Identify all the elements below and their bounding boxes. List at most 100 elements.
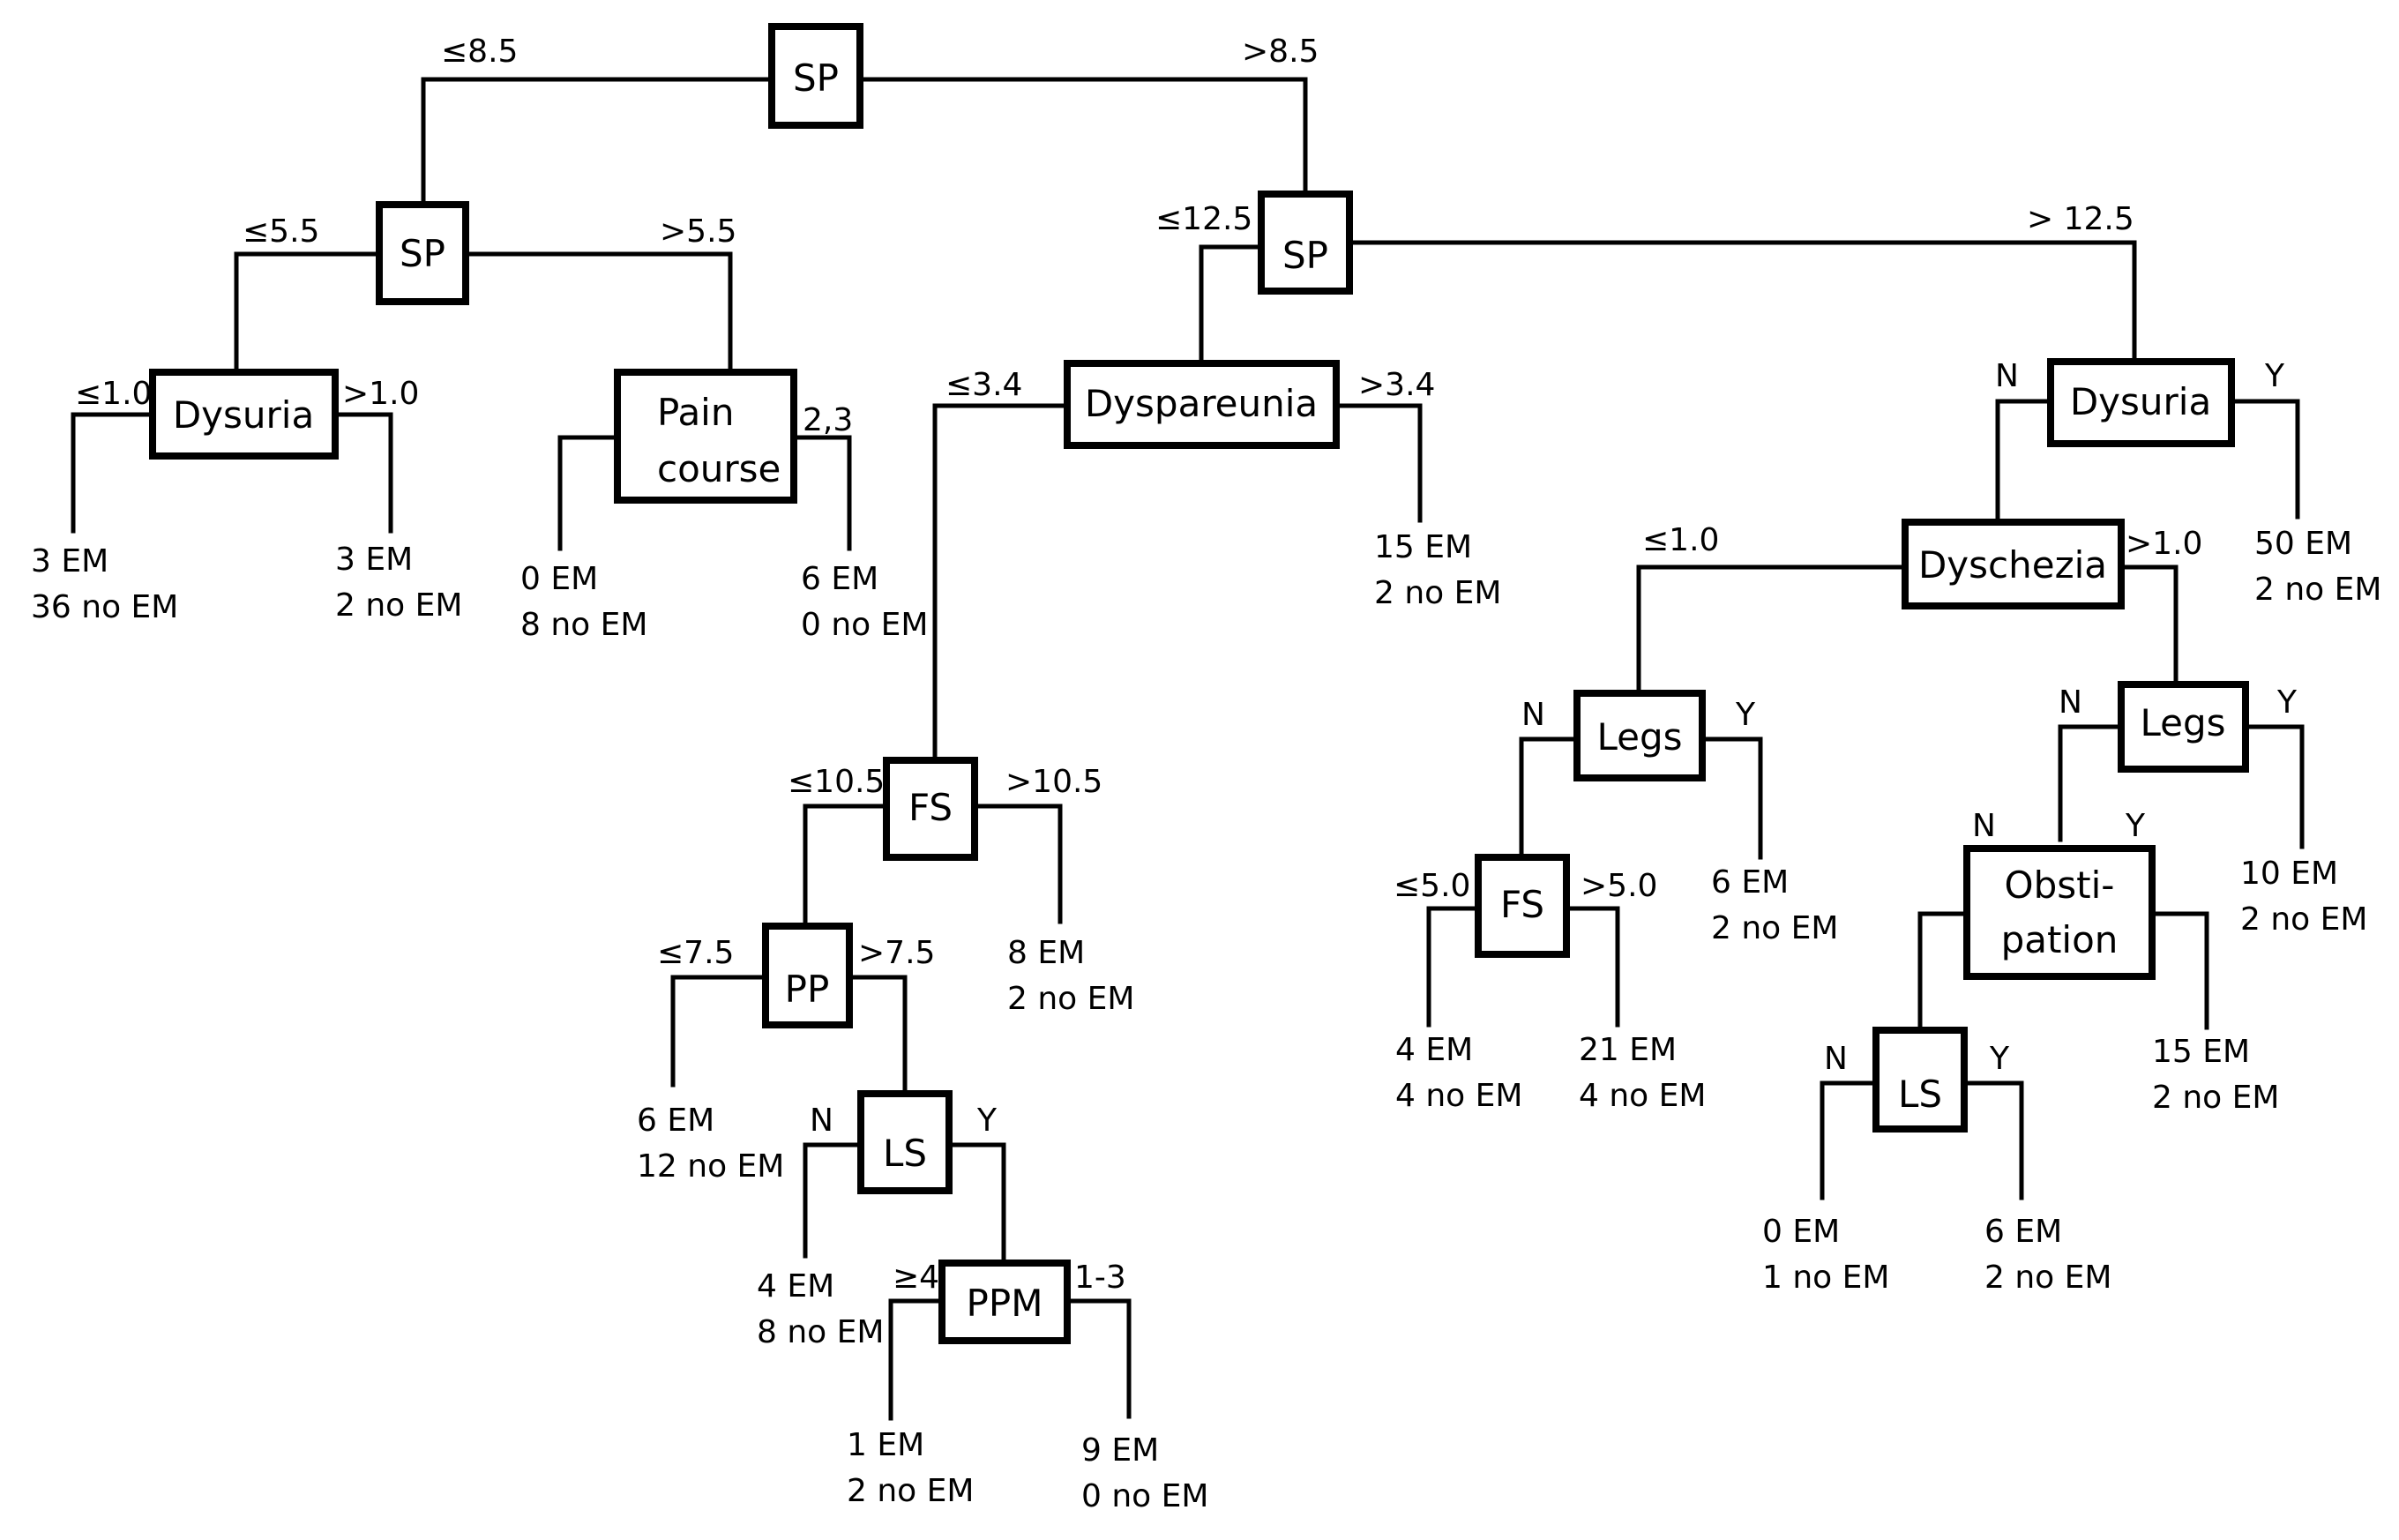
- edge-n4-left: [557, 435, 620, 551]
- leaf-em-count: 4 EM: [757, 1268, 834, 1305]
- edge-n16-left: [1917, 911, 1969, 1031]
- edge-n15-left: [2058, 724, 2124, 842]
- node-label-line2: pation: [2001, 918, 2119, 961]
- branch-label: ≤1.0: [1642, 522, 1719, 558]
- node-pain-course: Pain course: [614, 369, 797, 504]
- node-obstipation: Obsti- pation: [1963, 845, 2156, 980]
- leaf-outcomes: 3 EM 36 no EM 3 EM 2 no EM 0 EM 8 no EM …: [31, 526, 2381, 1514]
- node-label-line1: Obsti-: [2005, 863, 2115, 907]
- node-label: SP: [400, 232, 445, 275]
- node-label: Dysuria: [2070, 380, 2211, 423]
- node-sp-mid: SP: [1258, 191, 1353, 295]
- node-label: PPM: [967, 1282, 1043, 1325]
- node-label-line1: Pain: [657, 391, 734, 434]
- tree-edges: [71, 77, 2305, 1421]
- leaf-l14: 6 EM 2 no EM: [1711, 864, 1838, 946]
- edge-n3-right: [333, 412, 393, 534]
- branch-label: ≤12.5: [1155, 201, 1252, 237]
- branch-label: 1-3: [1074, 1260, 1126, 1296]
- edge-n6-left: [932, 403, 1070, 761]
- branch-label: N: [2059, 684, 2082, 721]
- node-label: Dyspareunia: [1085, 382, 1318, 425]
- edge-n7-right: [972, 804, 1063, 924]
- leaf-no-em-count: 2 no EM: [335, 587, 462, 624]
- branch-label: N: [1972, 808, 1996, 844]
- leaf-em-count: 6 EM: [1711, 864, 1789, 901]
- leaf-em-count: 1 EM: [847, 1427, 924, 1463]
- branch-label: ≤8.5: [441, 34, 518, 70]
- edge-n5-left: [1199, 244, 1264, 364]
- leaf-no-em-count: 2 no EM: [1711, 910, 1838, 946]
- edge-n2-left: [234, 251, 382, 373]
- branch-label: N: [1824, 1041, 1848, 1077]
- leaf-l3: 0 EM 8 no EM: [520, 561, 647, 643]
- edge-n5-right: [1347, 240, 2137, 364]
- edge-n4-right: [791, 435, 852, 551]
- leaf-no-em-count: 8 no EM: [757, 1314, 884, 1350]
- branch-label: N: [1521, 697, 1545, 733]
- node-label: Dyschezia: [1918, 543, 2107, 587]
- edge-n13-left: [1519, 736, 1580, 858]
- leaf-no-em-count: 2 no EM: [2240, 901, 2367, 938]
- leaf-no-em-count: 4 no EM: [1395, 1078, 1522, 1114]
- leaf-em-count: 10 EM: [2240, 856, 2338, 892]
- branch-label: 2,3: [803, 402, 853, 438]
- edge-labels: ≤8.5 >8.5 ≤5.5 >5.5 ≤1.0 >1.0 2,3 ≤12.5 …: [75, 34, 2298, 1296]
- edge-n17-right: [1962, 1080, 2024, 1200]
- branch-label: Y: [976, 1103, 998, 1139]
- branch-label: >10.5: [1005, 764, 1102, 800]
- edge-n2-right: [463, 251, 733, 373]
- node-label: LS: [1898, 1073, 1942, 1116]
- branch-label: N: [1995, 358, 2019, 394]
- leaf-em-count: 9 EM: [1081, 1432, 1159, 1469]
- node-label: Dysuria: [173, 393, 314, 437]
- leaf-l16: 0 EM 1 no EM: [1762, 1214, 1889, 1296]
- node-legs-left: Legs: [1573, 690, 1706, 781]
- leaf-no-em-count: 2 no EM: [1374, 575, 1501, 611]
- leaf-no-em-count: 2 no EM: [2254, 572, 2381, 608]
- leaf-l11: 50 EM 2 no EM: [2254, 526, 2381, 608]
- node-sp-left: SP: [376, 201, 469, 305]
- branch-label: Y: [1989, 1041, 2010, 1077]
- leaf-em-count: 4 EM: [1395, 1032, 1473, 1068]
- leaf-no-em-count: 36 no EM: [31, 589, 178, 625]
- branch-label: >5.5: [660, 213, 736, 250]
- leaf-no-em-count: 12 no EM: [637, 1148, 784, 1185]
- branch-label: ≤3.4: [945, 367, 1022, 403]
- leaf-l9: 1 EM 2 no EM: [847, 1427, 974, 1509]
- leaf-l2: 3 EM 2 no EM: [335, 542, 462, 624]
- leaf-l18: 15 EM 2 no EM: [2152, 1034, 2279, 1116]
- tree-nodes: SP SP Dysuria Pain course SP Dyspareunia…: [149, 23, 2249, 1344]
- node-label: SP: [793, 56, 839, 100]
- node-dyspareunia: Dyspareunia: [1064, 360, 1340, 449]
- edge-n12-left: [1636, 564, 1908, 694]
- edge-n6-right: [1334, 403, 1423, 523]
- branch-label: ≥4: [893, 1260, 939, 1296]
- edge-n13-right: [1700, 736, 1763, 860]
- node-pp: PP: [762, 923, 853, 1028]
- node-dyschezia: Dyschezia: [1902, 519, 2125, 609]
- branch-label: ≤5.0: [1394, 868, 1470, 904]
- branch-label: ≤10.5: [788, 764, 885, 800]
- leaf-no-em-count: 2 no EM: [1007, 981, 1134, 1017]
- node-label: Legs: [1596, 715, 1682, 759]
- leaf-l4: 6 EM 0 no EM: [801, 561, 928, 643]
- edge-n15-right: [2243, 724, 2305, 849]
- branch-label: >1.0: [342, 376, 419, 412]
- leaf-no-em-count: 1 no EM: [1762, 1260, 1889, 1296]
- branch-label: ≤1.0: [75, 376, 152, 412]
- node-label-line2: course: [657, 447, 781, 490]
- leaf-l17: 6 EM 2 no EM: [1984, 1214, 2111, 1296]
- leaf-em-count: 8 EM: [1007, 935, 1085, 971]
- edge-n11-right: [2229, 399, 2300, 520]
- branch-label: ≤7.5: [657, 935, 734, 971]
- leaf-no-em-count: 0 no EM: [801, 607, 928, 643]
- node-ls-right: LS: [1872, 1027, 1968, 1133]
- leaf-em-count: 6 EM: [801, 561, 878, 597]
- leaf-no-em-count: 2 no EM: [847, 1473, 974, 1509]
- leaf-l5: 15 EM 2 no EM: [1374, 529, 1501, 611]
- node-label: PP: [785, 968, 830, 1011]
- edge-n7-left: [803, 804, 889, 931]
- node-sp-root: SP: [768, 23, 863, 129]
